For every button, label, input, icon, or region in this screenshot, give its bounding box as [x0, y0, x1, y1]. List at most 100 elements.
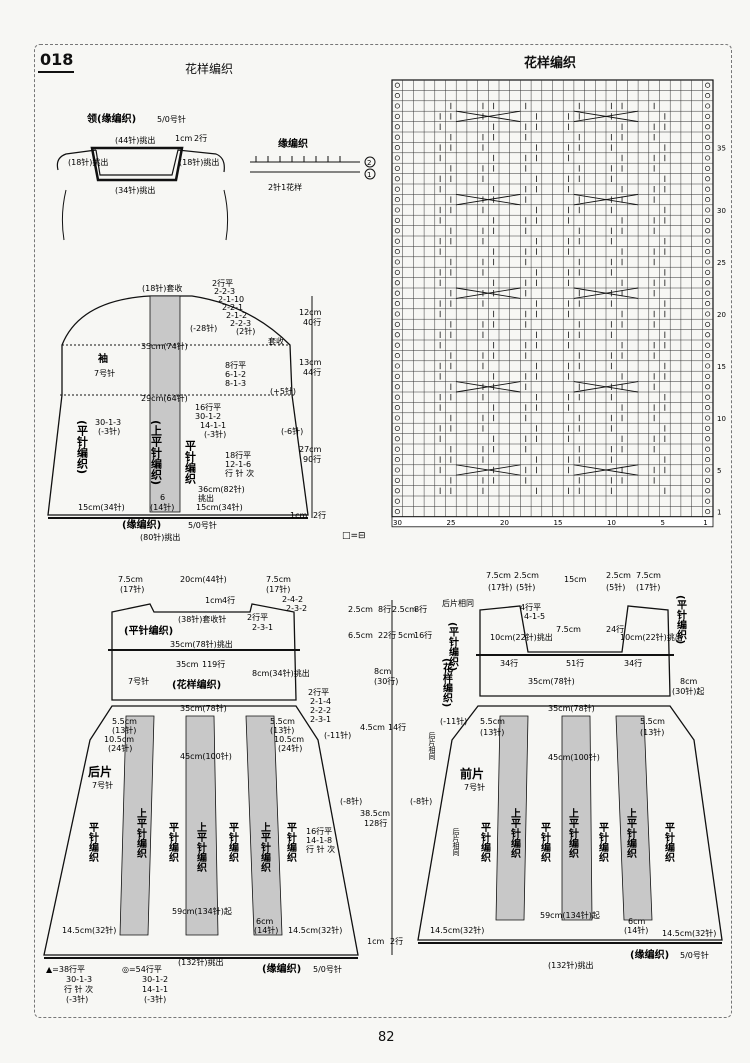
sleeve-shaping-top-2: 2-1-10 — [218, 295, 244, 304]
front-top-stitches-2: (5针) — [606, 582, 625, 592]
front-hem-right: 14.5cm(32针) — [662, 928, 716, 938]
back-side-shaping-2: 行 针 次 — [306, 844, 335, 854]
front-stitch-plain-1: 平针编织 — [479, 822, 491, 863]
sleeve-width-mid: 29cm(64针) — [141, 393, 188, 403]
back-body-mid: 45cm(100针) — [180, 751, 232, 761]
back-side-top-right: 5.5cm — [270, 717, 295, 726]
sleeve-center-band: (上平针编织) — [150, 420, 163, 485]
sleeve-pickup-center: 36cm(82针) — [198, 484, 245, 494]
front-band-width: 6cm — [628, 917, 645, 926]
sleeve-center-stitches: 6 — [160, 493, 165, 502]
front-neck-shaping-0: 4行平 — [520, 602, 541, 612]
back-edge-title: (缘编织) — [262, 962, 301, 975]
row-label: 1 — [717, 509, 721, 517]
legend: ▲=38行平 30-1-3 行 针 次 (-3针) ◎=54行平 30-1-2 … — [46, 531, 366, 1004]
back-body-top: 35cm(78针) — [180, 703, 227, 713]
back-mid-right: 10.5cm — [274, 735, 304, 744]
collar-title: 领(缘编织) — [87, 112, 136, 125]
back-hem-right: 14.5cm(32针) — [288, 925, 342, 935]
sleeve-shaping-top-4: 2-1-2 — [226, 311, 247, 320]
back-neck-bind: (38针)套收针 — [178, 614, 226, 624]
page-frame — [34, 44, 732, 1018]
sleeve-dim-0-rows: 40行 — [303, 317, 321, 327]
collar-side-right: (18针)挑出 — [179, 157, 219, 167]
front-side-pickup-left: 10cm(22针)挑出 — [490, 632, 553, 642]
sleeve-bind-off: 套收 — [268, 336, 284, 346]
front-stitch-plain-4: 平针编织 — [663, 822, 675, 863]
back-side-top-left-st: (13针) — [112, 725, 136, 735]
collar-rows: 2行 — [194, 133, 207, 143]
front-neck-dim-1-cm: 5cm — [398, 631, 415, 640]
row-label: 5 — [717, 467, 721, 475]
back-yoke-pattern: (花样编织) — [172, 678, 221, 691]
chart-title: 花样编织 — [524, 56, 577, 71]
sleeve-shaping-left-1: (-3针) — [98, 426, 120, 436]
front-top-width-4: 7.5cm — [636, 571, 661, 580]
back-top-width-2: 7.5cm — [266, 575, 291, 584]
back-shoulder-0: 2-4-2 — [282, 595, 303, 604]
sleeve-shaping-mid-1: 6-1-2 — [225, 370, 246, 379]
back-yoke-height: 35cm — [176, 660, 199, 669]
legend-triangle-line-2: (-3针) — [66, 994, 88, 1004]
sleeve-diagram: (18针)套收 2行平 2-2-3 2-1-10 2-2-1 2-1-2 2-2… — [47, 278, 326, 542]
back-edge-needle: 5/0号针 — [313, 964, 342, 974]
front-neck-dim-0-rows: 8行 — [414, 604, 427, 614]
row-label: 30 — [717, 207, 726, 215]
sleeve-edge-needle: 5/0号针 — [188, 520, 217, 530]
legend-triangle: ▲=38行平 — [46, 964, 85, 974]
page-number: 82 — [378, 1030, 395, 1045]
back-hem-rows: 2行 — [390, 936, 403, 946]
legend-circle: ◎=54行平 — [122, 964, 162, 974]
back-total-height: 38.5cm — [360, 809, 390, 818]
front-hem-left: 14.5cm(32针) — [430, 925, 484, 935]
sleeve-name: 袖 — [97, 352, 108, 365]
back-top-stitches-0: (17针) — [120, 584, 144, 594]
legend-circle-line-1: 14-1-1 — [142, 985, 168, 994]
sleeve-side-stitch: (平针编织) — [76, 420, 89, 474]
back-side-shaping-1: 14-1-8 — [306, 836, 332, 845]
back-yoke-pickup: 35cm(78针)挑出 — [170, 639, 233, 649]
front-top-width-1: 2.5cm — [514, 571, 539, 580]
back-needle: 7号针 — [92, 780, 113, 790]
back-side-top-right-st: (13针) — [270, 725, 294, 735]
sleeve-shaping-low-1: 12-1-6 — [225, 460, 251, 469]
front-stitch-plain-3: 平针编织 — [597, 822, 609, 863]
back-shoulder-3: 2-3-1 — [252, 623, 273, 632]
sleeve-dim-1-rows: 44行 — [303, 367, 321, 377]
edging-diagram: 缘编织 2 1 2针1花样 — [250, 137, 376, 192]
front-side-right: 5.5cm — [640, 717, 665, 726]
sleeve-pickup-label: 挑出 — [198, 493, 214, 503]
back-dim-mid-0-rows: 14行 — [388, 722, 406, 732]
back-neck-depth: 1cm — [205, 596, 222, 605]
left-section-title: 花样编织 — [185, 62, 234, 76]
back-stitch-plain-3: 平针编织 — [227, 822, 239, 863]
front-body-top: 35cm(78针) — [548, 703, 595, 713]
sleeve-shaping-top-0: 2行平 — [212, 278, 233, 288]
back-top-width-1: 20cm(44针) — [180, 574, 227, 584]
front-side-stitch-right: (平针编织) — [675, 595, 687, 644]
back-top-stitches-1: (17针) — [266, 584, 290, 594]
back-armhole-2: 2-2-2 — [310, 706, 331, 715]
collar-height: 1cm — [175, 134, 192, 143]
front-rows-34: 34行 — [500, 658, 518, 668]
back-armhole-3: 2-3-1 — [310, 715, 331, 724]
collar-needle: 5/0号针 — [157, 114, 186, 124]
front-side-right-st: (13针) — [640, 727, 664, 737]
front-top-stitches-1: (5针) — [516, 582, 535, 592]
back-armhole-0: 2行平 — [308, 687, 329, 697]
back-total-rows: 128行 — [364, 818, 387, 828]
col-label: 30 — [393, 519, 402, 527]
back-name: 后片 — [88, 764, 112, 779]
row-label: 10 — [717, 415, 726, 423]
sleeve-shaping-low-0: 18行平 — [225, 450, 251, 460]
front-top-stitches-3: (17针) — [636, 582, 660, 592]
legend-circle-line-2: (-3针) — [144, 994, 166, 1004]
back-hem-left: 14.5cm(32针) — [62, 925, 116, 935]
collar-bottom-pickup: (34针)挑出 — [115, 185, 155, 195]
front-neck-dim-1-rows: 16行 — [414, 630, 432, 640]
front-rows-34-right: 34行 — [624, 658, 642, 668]
front-top-width-0: 7.5cm — [486, 571, 511, 580]
front-edge-needle: 5/0号针 — [680, 950, 709, 960]
sleeve-dim-2-cm: 27cm — [299, 445, 322, 454]
front-edge-title: (缘编织) — [630, 948, 669, 961]
